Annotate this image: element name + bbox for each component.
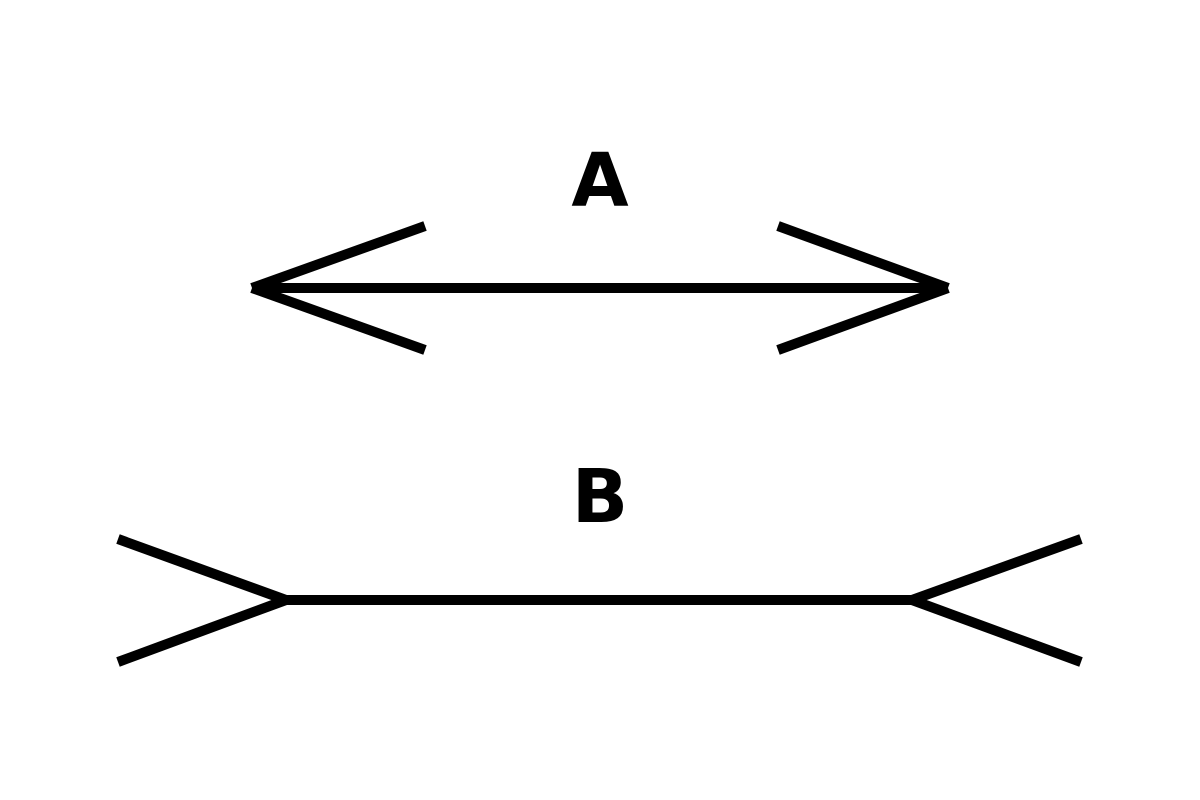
left-fin-a-lower bbox=[250, 283, 427, 355]
left-fin-b-upper bbox=[116, 534, 288, 605]
right-fin-b-upper bbox=[910, 534, 1083, 605]
label-b: B bbox=[572, 454, 628, 540]
right-fin-a-lower bbox=[776, 283, 950, 355]
left-fin-b-lower bbox=[116, 595, 288, 667]
figure-b: B bbox=[116, 454, 1083, 667]
figure-a: A bbox=[250, 138, 950, 355]
right-fin-b-lower bbox=[910, 595, 1083, 667]
right-fin-a-upper bbox=[776, 221, 950, 293]
left-fin-a-upper bbox=[250, 221, 427, 293]
label-a: A bbox=[571, 138, 628, 224]
